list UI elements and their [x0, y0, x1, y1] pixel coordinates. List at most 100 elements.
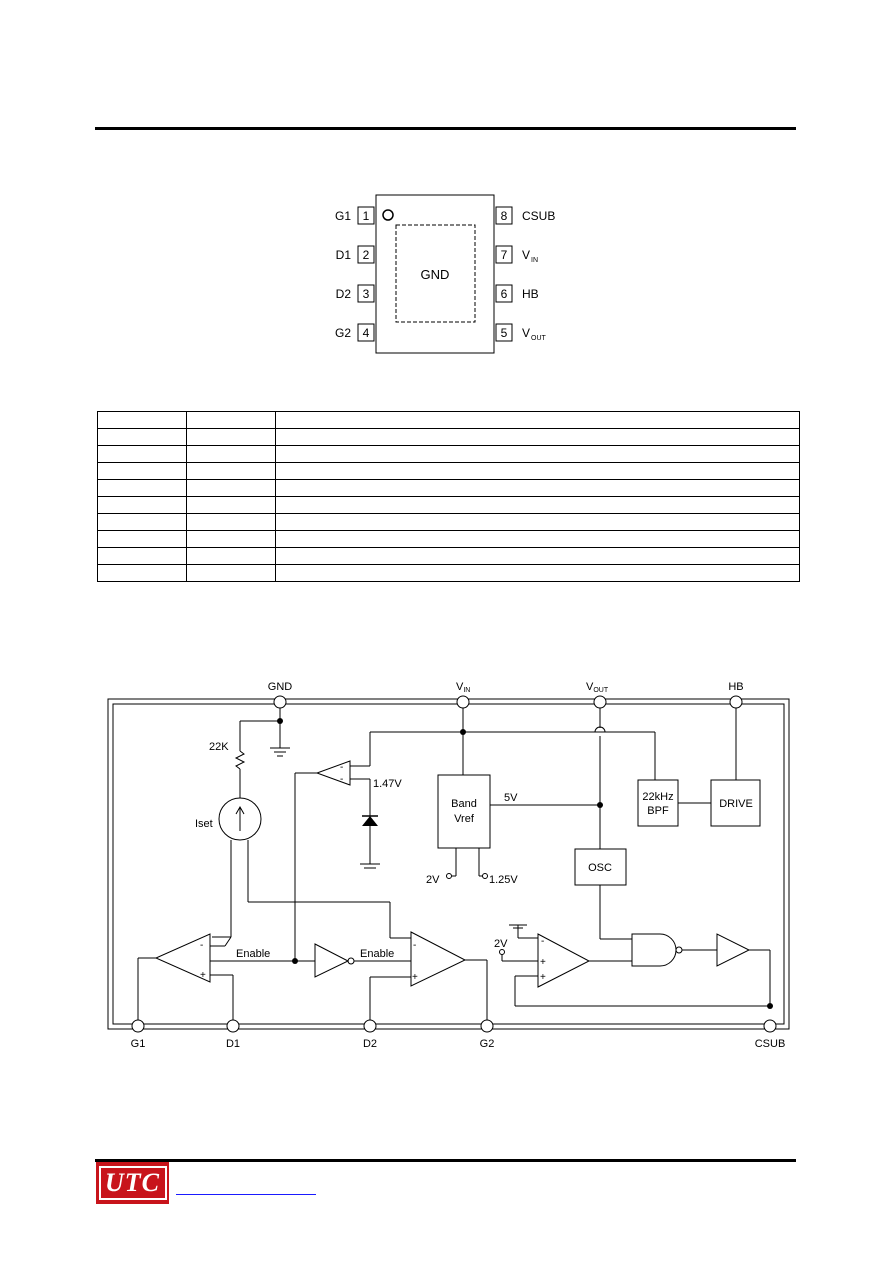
table-row [97, 479, 800, 497]
terminal-d2 [363, 1019, 377, 1033]
table-cell [186, 530, 276, 548]
table-row [97, 462, 800, 480]
svg-text:G2: G2 [335, 326, 351, 340]
svg-text:+: + [200, 970, 206, 981]
block-diagram: GND VIN VOUT HB G1 D1 D2 G2 CSUB 22K Ise… [107, 681, 790, 1050]
table-cell [275, 513, 800, 531]
table-cell [97, 513, 187, 531]
pin-label-vin: VIN [456, 681, 470, 694]
exposed-pad [395, 224, 476, 323]
table-cell [97, 462, 187, 480]
svg-text:-: - [541, 936, 544, 947]
one25-v-label: 1.25V [489, 874, 518, 886]
table-row [97, 411, 800, 429]
svg-text:+: + [540, 957, 546, 968]
svg-text:OUT: OUT [531, 335, 547, 342]
svg-text:V: V [522, 326, 530, 340]
ref-voltage-label: 1.47V [373, 778, 402, 790]
drive-label: DRIVE [719, 798, 753, 810]
left-pin-1: 1 G1 [335, 206, 375, 225]
bpf-label-1: 22kHz [642, 791, 673, 803]
table-row [97, 445, 800, 463]
table-cell [186, 428, 276, 446]
terminal-vin [456, 695, 470, 709]
svg-text:4: 4 [363, 326, 370, 340]
resistor-22k [234, 750, 246, 770]
terminal-g2 [480, 1019, 494, 1033]
svg-text:+: + [540, 972, 546, 983]
header-rule [95, 127, 796, 130]
five-v-label: 5V [504, 792, 518, 804]
svg-text:5: 5 [501, 326, 508, 340]
pin-description-table [97, 411, 800, 582]
pin-label-d1: D1 [226, 1038, 240, 1050]
svg-text:3: 3 [363, 287, 370, 301]
pin-configuration-diagram: GND 1 G1 2 D1 3 D2 4 G2 8 CSUB 7 V IN 6 … [335, 194, 555, 354]
svg-text:-: - [340, 774, 343, 785]
pin-label-vout: VOUT [586, 681, 609, 694]
svg-text:CSUB: CSUB [522, 209, 555, 223]
table-cell [186, 479, 276, 497]
opamp-gate2 [410, 931, 467, 987]
svg-text:V: V [522, 248, 530, 262]
svg-text:-: - [340, 762, 343, 773]
table-cell [275, 479, 800, 497]
table-cell [186, 462, 276, 480]
two-v-out-label: 2V [426, 874, 440, 886]
svg-text:8: 8 [501, 209, 508, 223]
zener-diode [362, 796, 378, 826]
svg-text:HB: HB [522, 287, 539, 301]
two-v-in-label: 2V [494, 938, 508, 950]
left-pin-2: 2 D1 [336, 245, 375, 264]
pin1-marker-icon [382, 209, 394, 221]
pin-label-d2: D2 [363, 1038, 377, 1050]
table-cell [186, 411, 276, 429]
table-cell [97, 479, 187, 497]
table-cell [186, 496, 276, 514]
table-cell [275, 547, 800, 565]
table-cell [275, 496, 800, 514]
bpf-block [637, 779, 679, 827]
table-cell [275, 445, 800, 463]
band-label: Band [451, 798, 477, 810]
table-row [97, 547, 800, 565]
terminal-csub [763, 1019, 777, 1033]
output-buffer [716, 933, 751, 967]
utc-logo: UTC [96, 1162, 169, 1204]
svg-text:-: - [200, 940, 203, 951]
table-cell [275, 530, 800, 548]
footer-link-underline[interactable] [176, 1193, 316, 1195]
osc-label: OSC [588, 862, 612, 874]
left-pin-4: 4 G2 [335, 323, 375, 342]
chip-boundary-outer [107, 698, 790, 1030]
svg-text:7: 7 [501, 248, 508, 262]
svg-text:+: + [412, 972, 418, 983]
chip-boundary-inner [112, 703, 785, 1025]
svg-text:D2: D2 [336, 287, 352, 301]
nand-gate [631, 933, 677, 967]
terminal-d1 [226, 1019, 240, 1033]
table-cell [97, 445, 187, 463]
table-cell [186, 445, 276, 463]
svg-text:-: - [413, 940, 416, 951]
pin-label-gnd: GND [268, 681, 293, 693]
table-cell [97, 564, 187, 582]
pin-label-g1: G1 [131, 1038, 146, 1050]
table-cell [186, 547, 276, 565]
table-row [97, 564, 800, 582]
current-source [218, 797, 262, 841]
exposed-pad-label: GND [421, 267, 450, 282]
bpf-label-2: BPF [647, 805, 669, 817]
utc-logo-text: UTC [98, 1166, 167, 1200]
resistor-label: 22K [209, 741, 229, 753]
right-pin-6: 6 HB [495, 284, 539, 303]
svg-text:1: 1 [363, 209, 370, 223]
table-cell [186, 513, 276, 531]
table-cell [275, 428, 800, 446]
svg-text:D1: D1 [336, 248, 352, 262]
table-row [97, 428, 800, 446]
terminal-gnd [273, 695, 287, 709]
table-cell [275, 564, 800, 582]
table-cell [97, 530, 187, 548]
right-pin-5: 5 V OUT [495, 323, 547, 342]
